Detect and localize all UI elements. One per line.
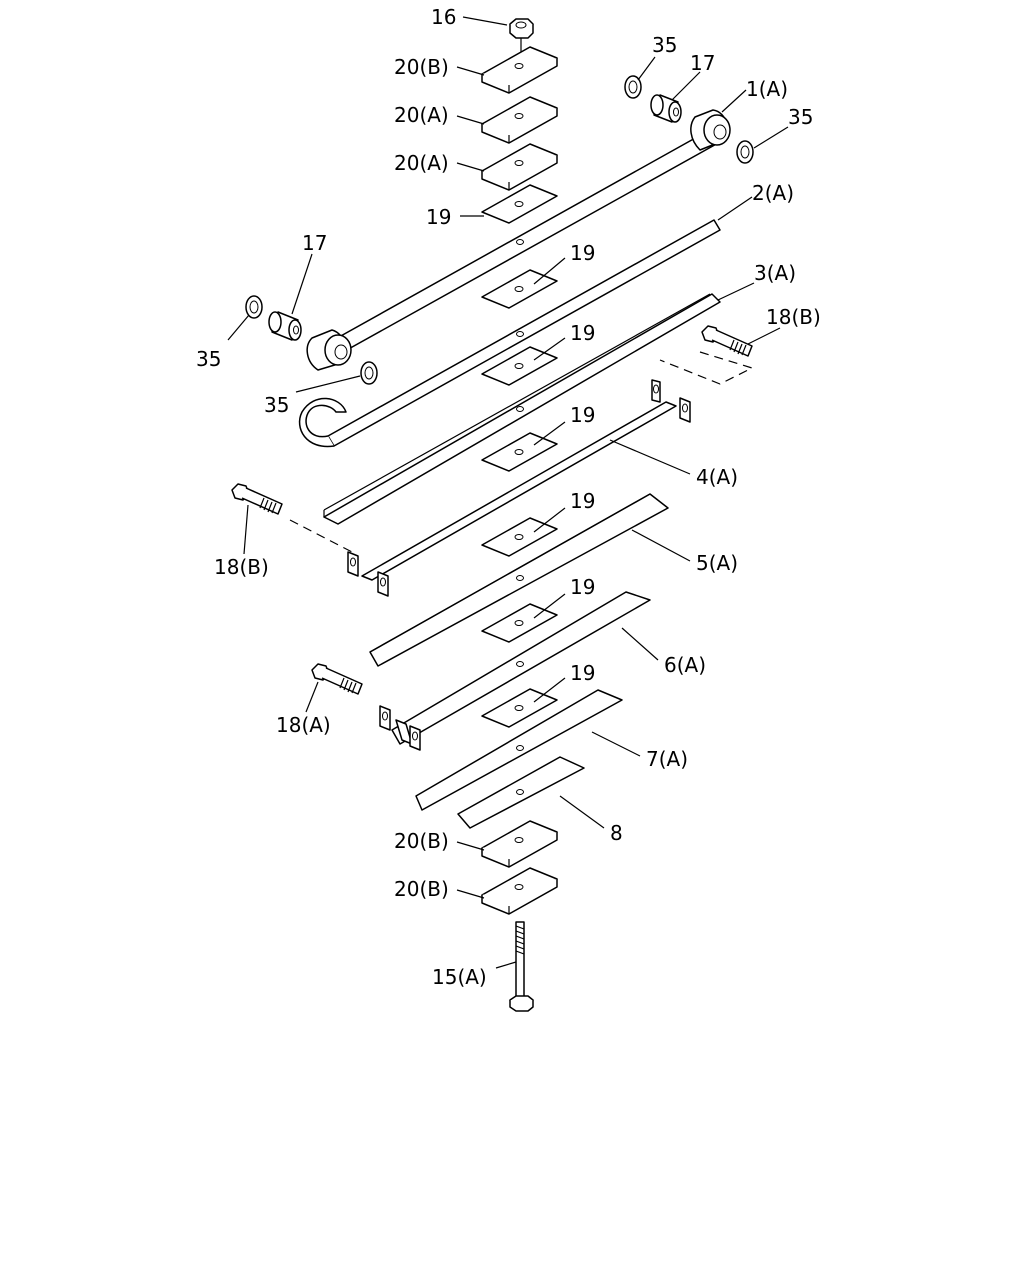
pad-19-1 — [481, 269, 558, 309]
bolt-path-dashed-right — [659, 351, 754, 385]
label-35-rear-right: 35 — [788, 105, 813, 129]
label-5a: 5(A) — [696, 551, 738, 575]
main-leaf-1a — [306, 109, 731, 371]
label-19-top: 19 — [426, 205, 451, 229]
bolt-path-dashed-left — [289, 519, 353, 553]
bolt-18b-left — [231, 483, 283, 515]
washer-35-front-left — [245, 295, 263, 319]
label-7a: 7(A) — [646, 747, 688, 771]
label-20b-bottom-2: 20(B) — [394, 877, 449, 901]
label-17-rear: 17 — [690, 51, 715, 75]
label-17-front: 17 — [302, 231, 327, 255]
plate-20b-top — [481, 46, 558, 94]
label-15a: 15(A) — [432, 965, 487, 989]
washer-35-rear-right — [736, 140, 754, 164]
label-20a-1: 20(A) — [394, 103, 449, 127]
label-8: 8 — [610, 821, 623, 845]
bushing-17-rear — [650, 94, 682, 123]
bolt-18b-right — [701, 325, 753, 357]
washer-35-front-right — [360, 361, 378, 385]
label-35-rear-left: 35 — [652, 33, 677, 57]
leaf-2a — [298, 219, 721, 448]
leaf-8 — [457, 756, 585, 829]
label-20b-top: 20(B) — [394, 55, 449, 79]
label-4a: 4(A) — [696, 465, 738, 489]
label-18a: 18(A) — [276, 713, 331, 737]
label-19-1: 19 — [570, 241, 595, 265]
label-6a: 6(A) — [664, 653, 706, 677]
label-1a: 1(A) — [746, 77, 788, 101]
pad-19-top — [481, 184, 558, 224]
pad-19-5 — [481, 603, 558, 643]
label-18b-right: 18(B) — [766, 305, 821, 329]
label-2a: 2(A) — [752, 181, 794, 205]
leader-lines — [227, 16, 789, 969]
center-bolt-15a — [509, 921, 534, 1012]
label-19-6: 19 — [570, 661, 595, 685]
label-20b-bottom-1: 20(B) — [394, 829, 449, 853]
clip-4a — [347, 379, 691, 597]
plate-20a-1 — [481, 96, 558, 144]
label-19-3: 19 — [570, 403, 595, 427]
leaf-5a — [369, 493, 669, 667]
label-35-front-left: 35 — [196, 347, 221, 371]
clip-lower — [379, 705, 421, 751]
label-35-front-right: 35 — [264, 393, 289, 417]
plate-20b-bottom-2 — [481, 867, 558, 915]
label-19-5: 19 — [570, 575, 595, 599]
leaf-6a — [391, 591, 651, 745]
leaf-7a — [415, 689, 623, 811]
leaf-3a — [323, 293, 721, 525]
label-19-2: 19 — [570, 321, 595, 345]
pad-19-4 — [481, 517, 558, 557]
label-3a: 3(A) — [754, 261, 796, 285]
plate-20b-bottom-1 — [481, 820, 558, 868]
bolt-18a — [311, 663, 363, 695]
nut-16 — [509, 18, 534, 39]
callout-labels: 16 20(B) 20(A) 20(A) 19 35 17 1(A) 35 2(… — [196, 5, 821, 989]
label-16: 16 — [431, 5, 456, 29]
label-20a-2: 20(A) — [394, 151, 449, 175]
pad-19-3 — [481, 432, 558, 472]
plate-20a-2 — [481, 143, 558, 191]
label-19-4: 19 — [570, 489, 595, 513]
label-18b-left: 18(B) — [214, 555, 269, 579]
bushing-17-front — [268, 311, 302, 341]
washer-35-rear-left — [624, 75, 642, 99]
